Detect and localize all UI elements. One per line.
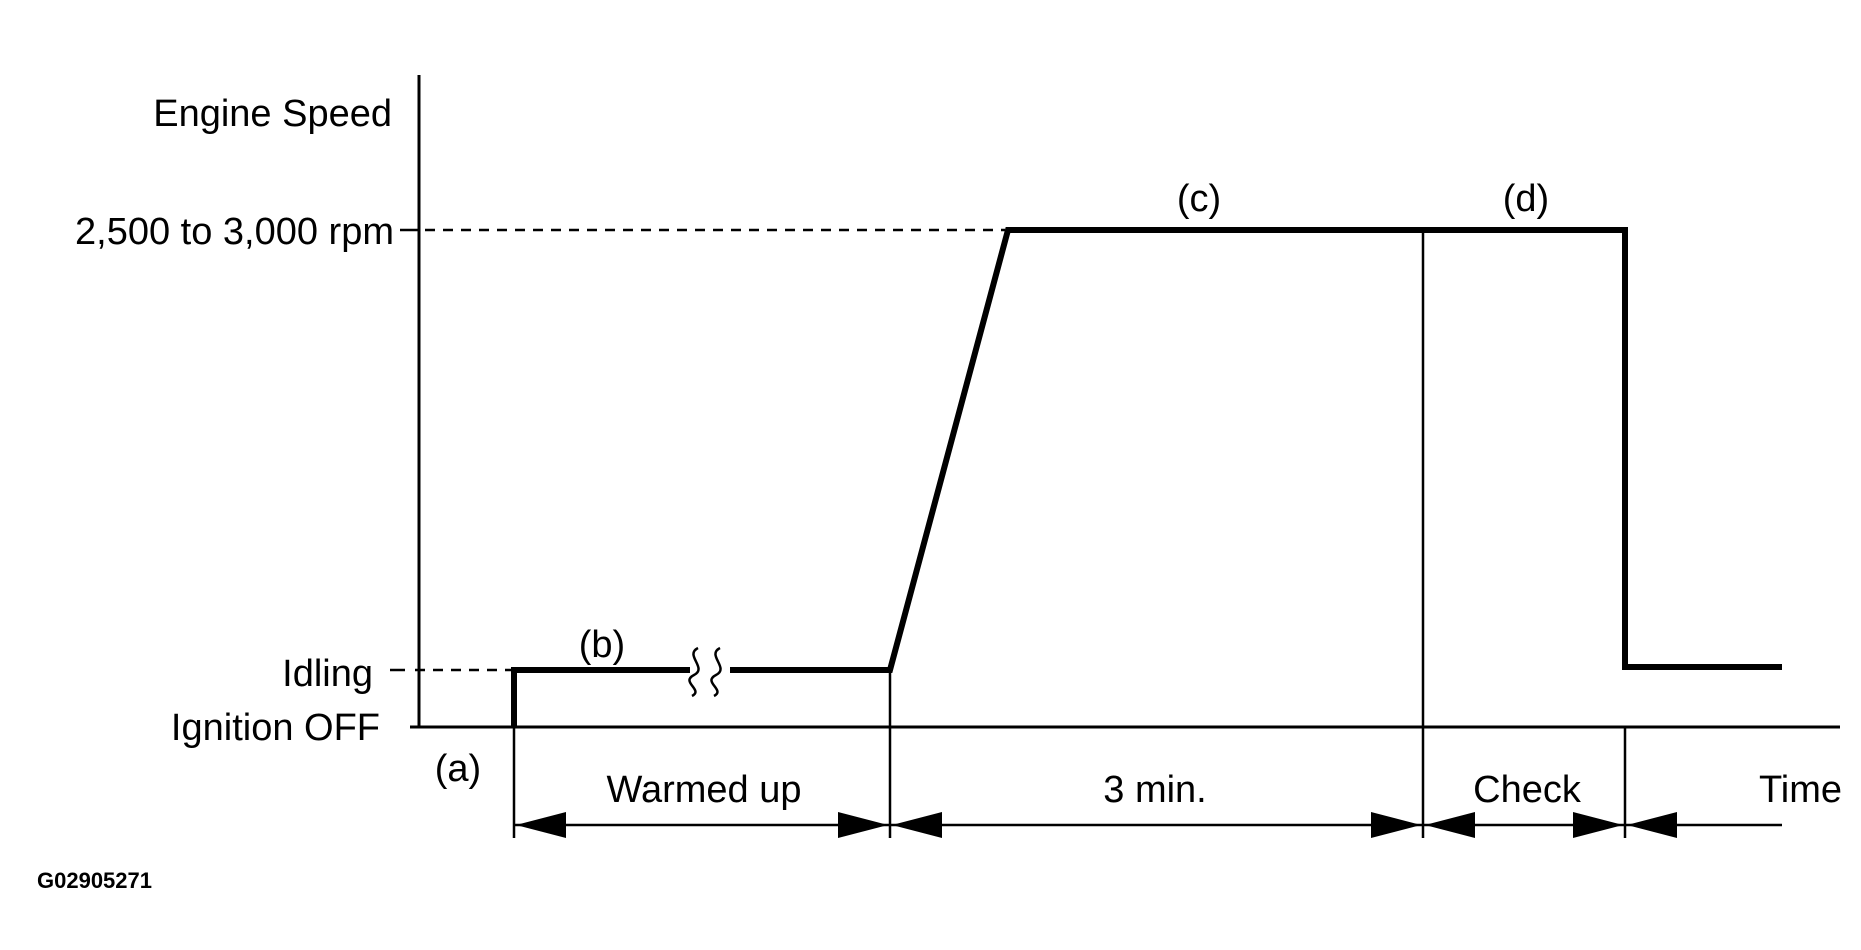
arrowhead [892, 812, 942, 838]
arrowhead [516, 812, 566, 838]
y-axis-title: Engine Speed [153, 93, 392, 135]
level-label-idle: Idling [282, 653, 373, 695]
step-label-d: (d) [1503, 178, 1549, 220]
interval-label-three-min: 3 min. [1103, 769, 1206, 811]
step-label-c: (c) [1177, 178, 1221, 220]
arrowhead [1573, 812, 1623, 838]
step-label-b: (b) [579, 624, 625, 666]
level-label-off: Ignition OFF [171, 707, 380, 749]
engine-speed-trace-main [730, 227, 1782, 673]
arrowhead [1627, 812, 1677, 838]
interval-label-warmed-up: Warmed up [607, 769, 802, 811]
arrowhead [838, 812, 888, 838]
level-label-high: 2,500 to 3,000 rpm [75, 211, 394, 253]
interval-label-check: Check [1473, 769, 1582, 811]
x-axis-title: Time [1759, 769, 1842, 811]
time-break-symbol-2 [710, 646, 722, 698]
engine-speed-trace-start [511, 667, 690, 727]
figure-code: G02905271 [37, 868, 152, 893]
arrowhead [1425, 812, 1475, 838]
step-label-a: (a) [435, 748, 481, 790]
time-break-symbol [688, 646, 700, 698]
arrowhead [1371, 812, 1421, 838]
